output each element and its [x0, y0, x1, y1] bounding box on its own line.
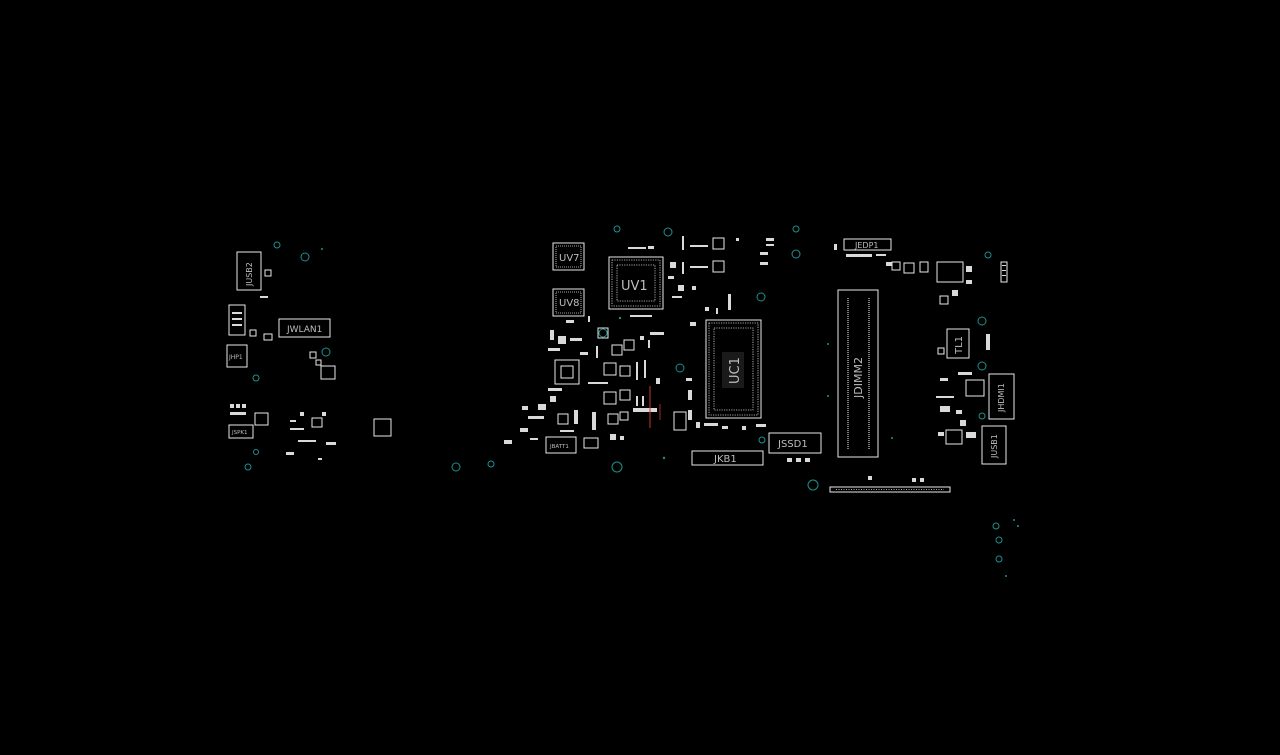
small-components — [504, 236, 990, 449]
jhdmi1-label: JHDMI1 — [997, 383, 1006, 413]
cpu-chip-uc1[interactable]: UC1 — [705, 319, 762, 419]
vram-chip-uv7[interactable]: UV7 — [552, 242, 585, 271]
bottom-edge-connector[interactable] — [829, 476, 951, 493]
jdimm2-label: JDIMM2 — [852, 357, 865, 399]
jusb1-label: JUSB1 — [990, 434, 999, 459]
audio-jack-jhp1[interactable]: JHP1 — [226, 344, 248, 368]
tl1-label: TL1 — [954, 336, 965, 355]
display-connector-jedp1[interactable]: JEDP1 — [843, 238, 892, 251]
edge-connector-right[interactable] — [1000, 261, 1008, 283]
usb-connector-jusb1[interactable]: JUSB1 — [981, 425, 1007, 465]
jhp1-label: JHP1 — [228, 354, 243, 361]
uv1-label: UV1 — [621, 279, 648, 294]
usb-connector-jusb2[interactable]: JUSB2 — [236, 251, 262, 291]
gpu-chip-uv1[interactable]: UV1 — [608, 256, 664, 310]
uv7-label: UV7 — [559, 253, 580, 264]
uv8-label: UV8 — [559, 298, 580, 309]
wlan-connector-jwlan1[interactable]: JWLAN1 — [278, 318, 331, 338]
mounting-holes — [244, 225, 1019, 577]
battery-connector-jbatt1[interactable]: JBATT1 — [545, 436, 577, 454]
transformer-tl1[interactable]: TL1 — [946, 328, 970, 359]
jssd1-label: JSSD1 — [777, 439, 808, 450]
hdmi-connector-jhdmi1[interactable]: JHDMI1 — [988, 373, 1015, 420]
small-connector-left[interactable] — [228, 304, 246, 336]
ssd-connector-jssd1[interactable]: JSSD1 — [768, 432, 822, 462]
uc1-label: UC1 — [728, 357, 743, 384]
keyboard-connector-jkb1[interactable]: JKB1 — [691, 450, 764, 466]
jspk1-label: JSPK1 — [231, 430, 248, 436]
memory-slot-jdimm2[interactable]: JDIMM2 — [837, 289, 879, 458]
jbatt1-label: JBATT1 — [549, 444, 569, 450]
jusb2-label: JUSB2 — [245, 262, 254, 287]
left-small-parts — [230, 269, 392, 460]
speaker-connector-jspk1[interactable]: JSPK1 — [228, 424, 254, 439]
jedp1-label: JEDP1 — [854, 241, 879, 250]
jwlan1-label: JWLAN1 — [286, 325, 322, 335]
vram-chip-uv8[interactable]: UV8 — [552, 288, 585, 317]
jkb1-label: JKB1 — [713, 454, 737, 465]
